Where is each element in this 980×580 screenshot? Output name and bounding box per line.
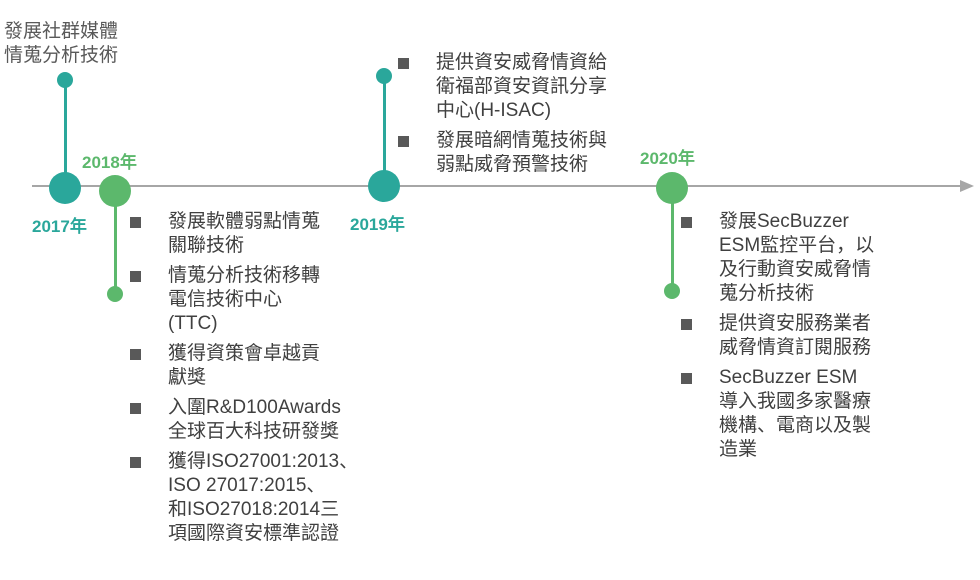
year-label-2019: 2019年 [350,215,405,234]
list-item: 發展SecBuzzer ESM監控平台，以 及行動資安威脅情 蒐分析技術 [681,210,874,306]
timeline-axis [32,185,962,187]
list-2019: 提供資安威脅情資給 衛福部資安資訊分享 中心(H-ISAC) 發展暗網情蒐技術與… [398,51,607,183]
marker-small-2019 [376,68,392,84]
bullet-square-icon [398,58,409,69]
list-item: 提供資安威脅情資給 衛福部資安資訊分享 中心(H-ISAC) [398,51,607,123]
marker-2020 [656,172,688,204]
bullet-square-icon [681,319,692,330]
marker-small-2017 [57,72,73,88]
stem-2017 [64,80,67,188]
stem-2019 [383,80,386,188]
list-item: 提供資安服務業者 威脅情資訂閱服務 [681,312,874,360]
list-item: 情蒐分析技術移轉 電信技術中心 (TTC) [130,264,358,336]
year-label-2018: 2018年 [82,153,137,172]
marker-small-2020 [664,283,680,299]
list-item: 發展暗網情蒐技術與 弱點威脅預警技術 [398,129,607,177]
stem-2020 [671,188,674,293]
marker-small-2018 [107,286,123,302]
bullet-square-icon [130,457,141,468]
arrow-right-icon [960,180,974,192]
bullet-square-icon [130,271,141,282]
bullet-square-icon [130,217,141,228]
marker-2019 [368,170,400,202]
marker-2017 [49,172,81,204]
bullet-square-icon [681,217,692,228]
stem-2018 [114,188,117,296]
marker-2018 [99,175,131,207]
bullet-square-icon [130,349,141,360]
list-item: 獲得ISO27001:2013、 ISO 27017:2015、 和ISO270… [130,450,358,546]
list-item: 獲得資策會卓越貢 獻獎 [130,342,358,390]
bullet-square-icon [681,373,692,384]
list-2020: 發展SecBuzzer ESM監控平台，以 及行動資安威脅情 蒐分析技術 提供資… [681,210,874,468]
year-label-2020: 2020年 [640,149,695,168]
list-2018: 發展軟體弱點情蒐 關聯技術 情蒐分析技術移轉 電信技術中心 (TTC) 獲得資策… [130,210,358,552]
year-label-2017: 2017年 [32,217,87,236]
note-2017: 發展社群媒體 情蒐分析技術 [4,21,119,66]
list-item: SecBuzzer ESM 導入我國多家醫療 機構、電商以及製 造業 [681,366,874,462]
list-item: 發展軟體弱點情蒐 關聯技術 [130,210,358,258]
bullet-square-icon [398,136,409,147]
list-item: 入圍R&D100Awards 全球百大科技研發獎 [130,396,358,444]
bullet-square-icon [130,403,141,414]
